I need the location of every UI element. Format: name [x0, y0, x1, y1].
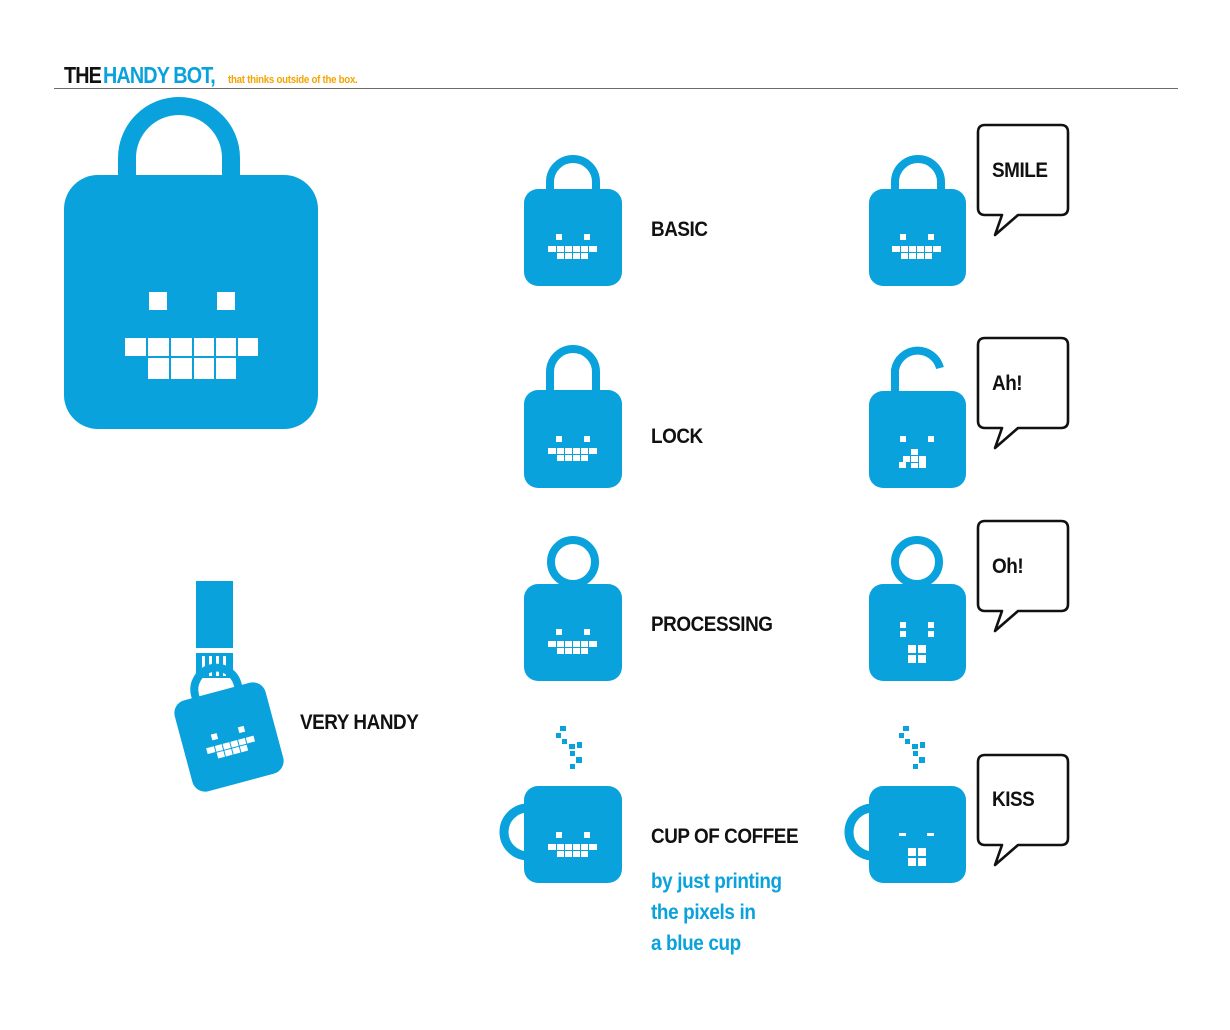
label-lock: LOCK [651, 425, 703, 448]
bubble-text-kiss: KISS [992, 788, 1035, 811]
bubble-text-smile: SMILE [992, 159, 1048, 182]
title-tagline: that thinks outside of the box. [228, 74, 358, 86]
bot-basic [524, 155, 622, 286]
coffee-note: by just printing the pixels in a blue cu… [651, 866, 782, 959]
bubble-text-ah: Ah! [992, 372, 1023, 395]
page-header: THE HANDY BOT, that thinks outside of th… [64, 62, 375, 89]
label-cup-of-coffee: CUP OF COFFEE [651, 825, 799, 848]
header-rule [54, 88, 1178, 89]
bubble-text-oh: Oh! [992, 555, 1024, 578]
coffee-note-line-1: by just printing [651, 870, 782, 893]
very-handy-bot [174, 581, 284, 792]
coffee-note-line-3: a blue cup [651, 932, 741, 955]
bot-oh [869, 536, 966, 681]
title-handy-bot: HANDY BOT, [103, 62, 216, 88]
bot-processing [524, 536, 622, 681]
label-very-handy: VERY HANDY [300, 711, 419, 734]
coffee-note-line-2: the pixels in [651, 901, 756, 924]
title-the: THE [64, 62, 102, 88]
label-processing: PROCESSING [651, 613, 773, 636]
label-basic: BASIC [651, 218, 708, 241]
bot-cup-of-coffee [499, 726, 622, 883]
bot-kiss [844, 726, 966, 883]
bot-smile [869, 155, 966, 286]
bot-ah [869, 346, 966, 488]
bot-lock [524, 345, 622, 488]
large-handy-bot [64, 97, 318, 429]
